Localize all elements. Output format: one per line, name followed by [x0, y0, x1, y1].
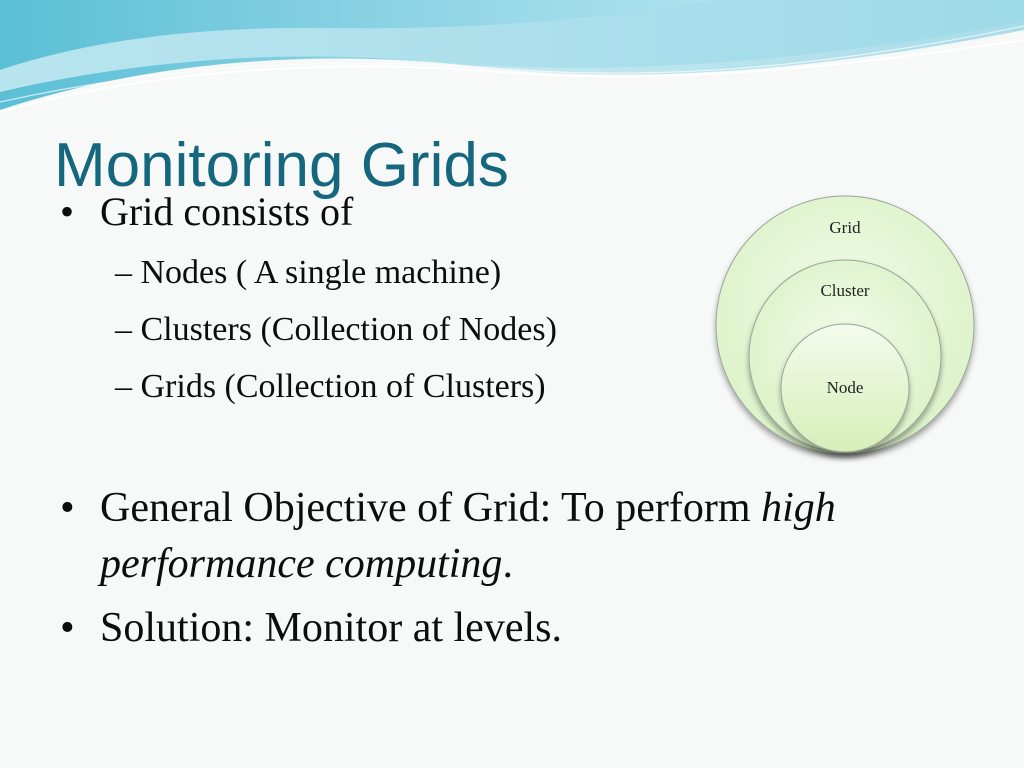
- objective-italic-high: high: [761, 485, 836, 531]
- header-wave-decoration: [0, 0, 1024, 113]
- bullet-solution: • Solution: Monitor at levels.: [60, 601, 562, 655]
- objective-period: .: [502, 541, 513, 587]
- objective-italic-performance: performance computing: [100, 541, 503, 587]
- slide-title: Monitoring Grids: [54, 131, 509, 200]
- bullet-glyph: •: [60, 189, 75, 234]
- sub-item-grids: – Grids (Collection of Clusters): [115, 366, 546, 408]
- bullet-glyph: •: [60, 605, 75, 651]
- sub-item-text: Clusters (Collection of Nodes): [140, 311, 557, 348]
- node-label: Node: [827, 378, 864, 397]
- node-circle: [780, 323, 910, 453]
- cluster-label: Cluster: [820, 281, 869, 300]
- sub-item-nodes: – Nodes ( A single machine): [115, 252, 501, 294]
- objective-text: General Objective of Grid: To perform: [100, 485, 762, 531]
- bullet-general-objective-cont: performance computing.: [100, 537, 513, 591]
- sub-item-text: Nodes ( A single machine): [140, 254, 502, 291]
- sub-item-clusters: – Clusters (Collection of Nodes): [115, 309, 557, 351]
- dash-glyph: –: [115, 311, 132, 348]
- bullet-text: Grid consists of: [100, 189, 354, 234]
- sub-item-text: Grids (Collection of Clusters): [140, 368, 546, 405]
- dash-glyph: –: [115, 254, 132, 291]
- solution-text: Solution: Monitor at levels.: [100, 605, 562, 651]
- nested-circles-diagram: Grid Cluster Node: [715, 195, 975, 455]
- bullet-grid-consists: • Grid consists of: [60, 188, 353, 236]
- bullet-glyph: •: [60, 485, 75, 531]
- dash-glyph: –: [115, 368, 132, 405]
- grid-label: Grid: [829, 218, 861, 237]
- bullet-general-objective: • General Objective of Grid: To perform …: [60, 481, 836, 535]
